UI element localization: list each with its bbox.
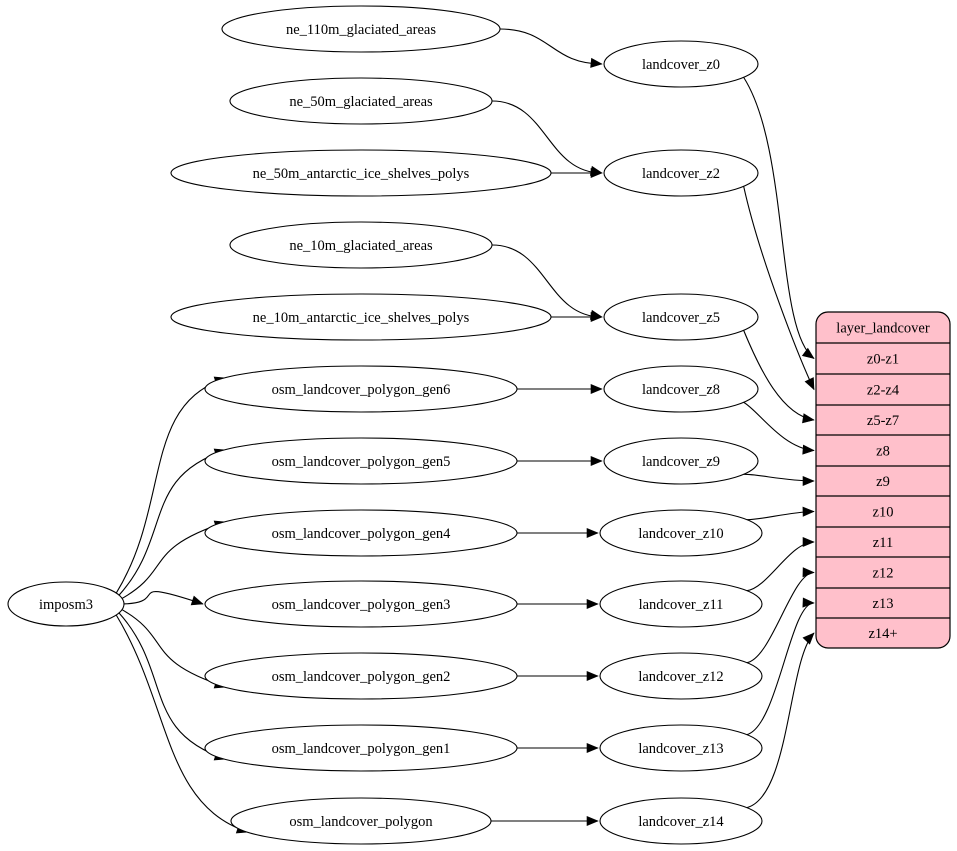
edge-ne_50m_glaciated_areas-to-landcover_z2 (491, 100, 603, 174)
record-row-z5-z7[interactable] (816, 405, 950, 435)
node-ne_10m_antarctic_ice_shelves_polys[interactable]: ne_10m_antarctic_ice_shelves_polys (170, 293, 552, 341)
node-osm_landcover_polygon_gen2[interactable]: osm_landcover_polygon_gen2 (204, 652, 518, 700)
edge-osm_landcover_polygon_gen1-to-landcover_z13-arrow-icon (586, 742, 599, 754)
node-osm_landcover_polygon[interactable]: osm_landcover_polygon (230, 797, 492, 845)
node-landcover_z14[interactable]: landcover_z14 (599, 797, 763, 845)
node-osm_landcover_polygon_gen4[interactable]: osm_landcover_polygon_gen4 (204, 509, 518, 557)
edge-ne_10m_glaciated_areas-to-landcover_z5 (491, 244, 603, 318)
edge-landcover_z2-to-row-z2-z4-arrow-icon (804, 377, 815, 391)
node-landcover_z11-shape[interactable] (599, 580, 763, 628)
edge-imposm3-to-osm_landcover_polygon_gen1 (117, 611, 227, 760)
edge-ne_110m_glaciated_areas-to-landcover_z0 (499, 28, 603, 65)
node-osm_landcover_polygon_gen1-shape[interactable] (204, 724, 518, 772)
edge-landcover_z5-to-row-z5-z7-arrow-icon (802, 413, 815, 424)
edge-landcover_z9-to-row-z9-arrow-icon (802, 475, 815, 487)
edges-layer (115, 28, 815, 834)
edge-imposm3-to-osm_landcover_polygon (115, 614, 249, 833)
node-imposm3-shape[interactable] (7, 581, 125, 627)
record-row-z8[interactable] (816, 435, 950, 466)
record-table-layer: layer_landcoverz0-z1z2-z4z5-z7z8z9z10z11… (815, 311, 951, 649)
node-landcover_z0[interactable]: landcover_z0 (603, 40, 759, 88)
edge-landcover_z0-to-row-z0-z1 (743, 77, 815, 359)
record-row-z9[interactable] (816, 466, 950, 496)
node-landcover_z2[interactable]: landcover_z2 (603, 149, 759, 197)
edge-imposm3-to-osm_landcover_polygon_gen4 (118, 521, 227, 601)
record-row-z10[interactable] (816, 496, 950, 527)
edge-imposm3-to-osm_landcover_polygon_gen3-arrow-icon (190, 595, 204, 606)
node-ne_50m_antarctic_ice_shelves_polys-shape[interactable] (170, 149, 552, 197)
node-ne_10m_glaciated_areas-shape[interactable] (229, 221, 493, 269)
edge-landcover_z14-to-row-z14+ (746, 632, 815, 809)
record-row-z0-z1[interactable] (816, 343, 950, 374)
node-osm_landcover_polygon_gen2-shape[interactable] (204, 652, 518, 700)
edge-landcover_z13-to-row-z13-arrow-icon (802, 597, 815, 608)
edge-osm_landcover_polygon_gen6-to-landcover_z8-arrow-icon (590, 383, 603, 395)
node-landcover_z13-shape[interactable] (599, 724, 763, 772)
edge-landcover_z10-to-row-z10-arrow-icon (802, 506, 815, 517)
node-osm_landcover_polygon_gen3-shape[interactable] (204, 580, 518, 628)
edge-osm_landcover_polygon_gen4-to-landcover_z10-arrow-icon (586, 527, 599, 539)
node-landcover_z11[interactable]: landcover_z11 (599, 580, 763, 628)
node-osm_landcover_polygon_gen6[interactable]: osm_landcover_polygon_gen6 (204, 365, 518, 413)
node-landcover_z8[interactable]: landcover_z8 (603, 365, 759, 413)
edge-osm_landcover_polygon_gen5-to-landcover_z9-arrow-icon (590, 455, 603, 467)
edge-imposm3-to-osm_landcover_polygon_gen6 (115, 377, 227, 594)
record-row-z2-z4[interactable] (816, 374, 950, 405)
edge-landcover_z13-to-row-z13 (746, 602, 815, 736)
node-landcover_z12-shape[interactable] (599, 652, 763, 700)
record-row-z13[interactable] (816, 588, 950, 618)
edge-imposm3-to-osm_landcover_polygon_gen5 (117, 449, 227, 597)
node-landcover_z12[interactable]: landcover_z12 (599, 652, 763, 700)
node-landcover_z14-shape[interactable] (599, 797, 763, 845)
node-landcover_z8-shape[interactable] (603, 365, 759, 413)
record-row-z11[interactable] (816, 527, 950, 557)
node-landcover_z9[interactable]: landcover_z9 (603, 437, 759, 485)
edge-osm_landcover_polygon_gen2-to-landcover_z12-arrow-icon (586, 670, 599, 682)
edge-osm_landcover_polygon-to-landcover_z14-arrow-icon (586, 815, 599, 827)
node-ne_50m_antarctic_ice_shelves_polys[interactable]: ne_50m_antarctic_ice_shelves_polys (170, 149, 552, 197)
edge-landcover_z0-to-row-z0-z1-arrow-icon (801, 347, 815, 359)
edge-landcover_z8-to-row-z8-arrow-icon (802, 444, 815, 455)
edge-landcover_z2-to-row-z2-z4 (743, 186, 815, 390)
node-osm_landcover_polygon_gen6-shape[interactable] (204, 365, 518, 413)
node-landcover_z10[interactable]: landcover_z10 (599, 509, 763, 557)
node-ne_50m_glaciated_areas-shape[interactable] (229, 77, 493, 125)
edge-osm_landcover_polygon_gen3-to-landcover_z11-arrow-icon (586, 598, 599, 610)
record-row-z12[interactable] (816, 557, 950, 588)
record-table-layer_landcover[interactable]: layer_landcoverz0-z1z2-z4z5-z7z8z9z10z11… (815, 311, 951, 649)
node-landcover_z5-shape[interactable] (603, 293, 759, 341)
nodes-layer: imposm3 ne_110m_glaciated_areas ne_50m_gla… (7, 5, 763, 845)
node-landcover_z2-shape[interactable] (603, 149, 759, 197)
edge-landcover_z8-to-row-z8 (743, 401, 815, 452)
node-osm_landcover_polygon-shape[interactable] (230, 797, 492, 845)
edge-imposm3-to-osm_landcover_polygon_gen3 (119, 591, 204, 605)
node-osm_landcover_polygon_gen5[interactable]: osm_landcover_polygon_gen5 (204, 437, 518, 485)
edge-landcover_z11-to-row-z11-arrow-icon (802, 536, 815, 548)
node-imposm3[interactable]: imposm3 (7, 581, 125, 627)
node-landcover_z10-shape[interactable] (599, 509, 763, 557)
node-osm_landcover_polygon_gen3[interactable]: osm_landcover_polygon_gen3 (204, 580, 518, 628)
node-ne_10m_glaciated_areas[interactable]: ne_10m_glaciated_areas (229, 221, 493, 269)
node-landcover_z9-shape[interactable] (603, 437, 759, 485)
node-osm_landcover_polygon_gen1[interactable]: osm_landcover_polygon_gen1 (204, 724, 518, 772)
node-landcover_z13[interactable]: landcover_z13 (599, 724, 763, 772)
node-ne_110m_glaciated_areas[interactable]: ne_110m_glaciated_areas (221, 5, 501, 53)
node-osm_landcover_polygon_gen5-shape[interactable] (204, 437, 518, 485)
edge-landcover_z12-to-row-z12-arrow-icon (802, 567, 815, 578)
record-row-z14+[interactable] (816, 618, 950, 648)
edge-ne_50m_antarctic_ice_shelves_polys-to-landcover_z2-arrow-icon (590, 167, 603, 179)
edge-landcover_z14-to-row-z14+-arrow-icon (802, 632, 815, 645)
node-ne_110m_glaciated_areas-shape[interactable] (221, 5, 501, 53)
node-landcover_z0-shape[interactable] (603, 40, 759, 88)
record-table-outline (815, 311, 951, 649)
edge-imposm3-to-osm_landcover_polygon_gen2 (118, 607, 227, 688)
node-ne_10m_antarctic_ice_shelves_polys-shape[interactable] (170, 293, 552, 341)
node-ne_50m_glaciated_areas[interactable]: ne_50m_glaciated_areas (229, 77, 493, 125)
edge-ne_110m_glaciated_areas-to-landcover_z0-arrow-icon (590, 57, 603, 68)
node-osm_landcover_polygon_gen4-shape[interactable] (204, 509, 518, 557)
edge-landcover_z11-to-row-z11 (746, 541, 815, 592)
node-landcover_z5[interactable]: landcover_z5 (603, 293, 759, 341)
edge-ne_10m_antarctic_ice_shelves_polys-to-landcover_z5-arrow-icon (590, 311, 603, 323)
